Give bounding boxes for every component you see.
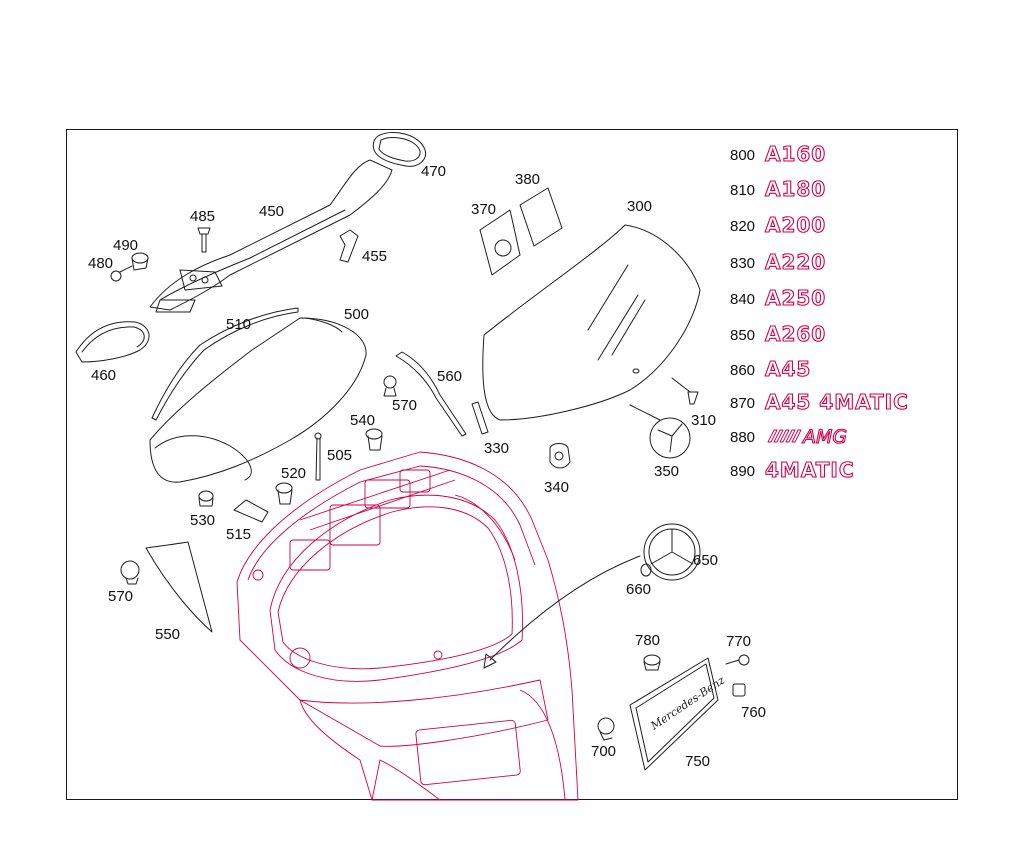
badge-lettering: A260 <box>765 322 826 346</box>
grommet-660 <box>640 563 652 577</box>
callout-label: 530 <box>190 512 215 529</box>
callout-label: 570 <box>392 397 417 414</box>
bracket-515 <box>233 499 269 523</box>
stud-505 <box>314 432 322 481</box>
screw-480 <box>110 265 133 282</box>
rear-glass-500 <box>149 317 367 483</box>
callout-labels: 470 450 485 490 480 455 460 510 500 370 … <box>88 163 766 770</box>
plate-holder-750: Mercedes-Benz <box>629 657 727 771</box>
diagram-frame <box>66 129 958 800</box>
symbol-350 <box>629 404 691 459</box>
callout-label: 510 <box>226 316 251 333</box>
badge-number: 850 <box>730 327 755 344</box>
badge-lettering: A200 <box>765 213 826 237</box>
callout-label: 780 <box>635 632 660 649</box>
badge-number: 840 <box>730 291 755 308</box>
badge-lettering: A45 <box>765 357 811 381</box>
pad-380 <box>519 187 563 247</box>
bracket-455 <box>339 229 359 263</box>
clip-570-upper <box>383 375 397 397</box>
badge-list: 800 A160 810 A180 820 A200 830 A220 840 … <box>730 141 909 482</box>
cover-470 <box>372 132 427 167</box>
callout-label: 300 <box>627 198 652 215</box>
callout-label: 560 <box>437 368 462 385</box>
badge-number: 880 <box>730 429 755 446</box>
badge-lettering: A160 <box>765 142 826 166</box>
clip-490 <box>131 252 149 271</box>
trim-560 <box>395 351 467 437</box>
callout-label: 350 <box>654 463 679 480</box>
callout-label: 700 <box>591 743 616 760</box>
badge-lettering: A180 <box>765 177 826 201</box>
badge-lettering: AMG <box>801 426 847 448</box>
badge-lettering: A45 4MATIC <box>765 390 909 414</box>
tailgate-assembly <box>236 451 579 801</box>
cover-460 <box>75 321 150 363</box>
trim-550 <box>145 541 213 633</box>
clip-530 <box>198 490 214 507</box>
callout-label: 450 <box>259 203 284 220</box>
callout-label: 570 <box>108 588 133 605</box>
callout-label: 760 <box>741 704 766 721</box>
callout-label: 340 <box>544 479 569 496</box>
badge-number: 890 <box>730 463 755 480</box>
callout-label: 480 <box>88 255 113 272</box>
screw-780 <box>643 654 661 671</box>
callout-label: 370 <box>471 201 496 218</box>
pad-330 <box>471 401 489 435</box>
callout-label: 770 <box>726 633 751 650</box>
nut-760 <box>732 683 746 697</box>
badge-number: 870 <box>730 395 755 412</box>
roof-spoiler <box>149 159 393 313</box>
callout-label: 500 <box>344 306 369 323</box>
badge-number: 860 <box>730 362 755 379</box>
screw-485 <box>197 227 211 253</box>
clip-310 <box>671 377 699 405</box>
clip-570-lower <box>120 560 140 585</box>
callout-label: 380 <box>515 171 540 188</box>
badge-number: 830 <box>730 255 755 272</box>
callout-label: 490 <box>113 237 138 254</box>
install-arrow <box>489 555 641 661</box>
callout-label: 485 <box>190 208 215 225</box>
callout-label: 455 <box>362 248 387 265</box>
clip-520 <box>275 482 293 505</box>
clip-340 <box>549 443 571 469</box>
callout-label: 505 <box>327 447 352 464</box>
badge-lettering: A220 <box>765 250 826 274</box>
callout-label: 460 <box>91 367 116 384</box>
callout-label: 330 <box>484 440 509 457</box>
screw-770 <box>725 654 750 666</box>
amg-stripes-icon <box>767 429 802 443</box>
callout-label: 550 <box>155 626 180 643</box>
badge-number: 820 <box>730 218 755 235</box>
callout-label: 660 <box>626 581 651 598</box>
callout-label: 750 <box>685 753 710 770</box>
callout-label: 650 <box>693 552 718 569</box>
badge-number: 810 <box>730 182 755 199</box>
pad-370 <box>479 209 521 276</box>
clip-540 <box>365 428 383 451</box>
callout-label: 540 <box>350 412 375 429</box>
badge-lettering: 4MATIC <box>765 458 855 482</box>
badge-lettering: A250 <box>765 286 826 310</box>
seal-510 <box>151 307 299 421</box>
callout-label: 310 <box>691 412 716 429</box>
callout-label: 520 <box>281 465 306 482</box>
callout-label: 515 <box>226 526 251 543</box>
rear-window <box>482 224 701 421</box>
badge-number: 800 <box>730 147 755 164</box>
star-emblem-650 <box>643 523 701 581</box>
callout-label: 470 <box>421 163 446 180</box>
plug-700 <box>597 717 615 741</box>
